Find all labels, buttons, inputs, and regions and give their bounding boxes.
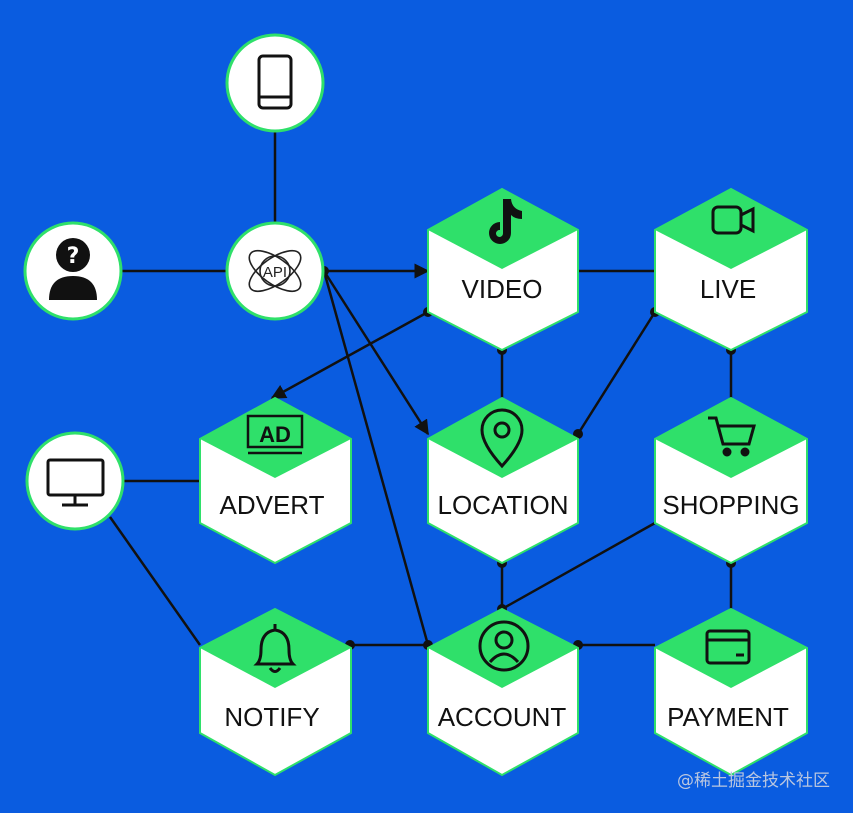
api-icon (248, 249, 302, 293)
location-pin-icon (480, 408, 524, 469)
node-account-label: ACCOUNT (438, 702, 567, 732)
node-notify-label: NOTIFY (224, 702, 319, 732)
bell-icon (253, 624, 297, 673)
api-icon-text: API (263, 264, 287, 281)
monitor-icon (46, 458, 105, 507)
node-location-label: LOCATION (438, 490, 569, 520)
edge-live-location (576, 311, 657, 435)
circle-node-user: ? (23, 221, 123, 321)
edge-video-advert (270, 310, 429, 400)
dot (573, 429, 583, 439)
tiktok-icon (489, 199, 522, 244)
ad-icon-text: AD (259, 422, 291, 447)
node-shopping: SHOPPING (654, 396, 808, 565)
circle-node-monitor (25, 431, 125, 531)
edge-monitor-notify (108, 516, 202, 646)
circle-node-api: API (225, 221, 325, 321)
edge-api-account (322, 270, 430, 646)
node-shopping-label: SHOPPING (662, 490, 799, 520)
edge-api-location (322, 270, 430, 436)
watermark: @稀土掘金技术社区 (677, 771, 830, 791)
node-account: ACCOUNT (427, 607, 579, 777)
node-video-label: VIDEO (462, 274, 543, 304)
circle-node-phone (225, 33, 325, 133)
node-live-label: LIVE (700, 274, 756, 304)
user-icon (478, 620, 530, 672)
node-live: LIVE (654, 187, 808, 352)
unknown-user-icon: ? (49, 238, 97, 300)
node-payment-label: PAYMENT (667, 702, 789, 732)
video-camera-icon (711, 205, 755, 235)
card-icon (705, 629, 751, 665)
node-location: LOCATION (427, 396, 579, 565)
node-advert: AD ADVERT (199, 396, 352, 565)
node-notify: NOTIFY (199, 607, 352, 777)
node-advert-label: ADVERT (220, 490, 325, 520)
node-video: VIDEO (427, 187, 579, 352)
connections (108, 131, 733, 647)
shopping-cart-icon (708, 416, 756, 457)
ad-icon (246, 414, 304, 455)
phone-icon (257, 54, 293, 110)
svg-text:?: ? (67, 244, 80, 269)
edge-shopping-account (501, 521, 656, 611)
node-payment: PAYMENT (654, 607, 808, 777)
